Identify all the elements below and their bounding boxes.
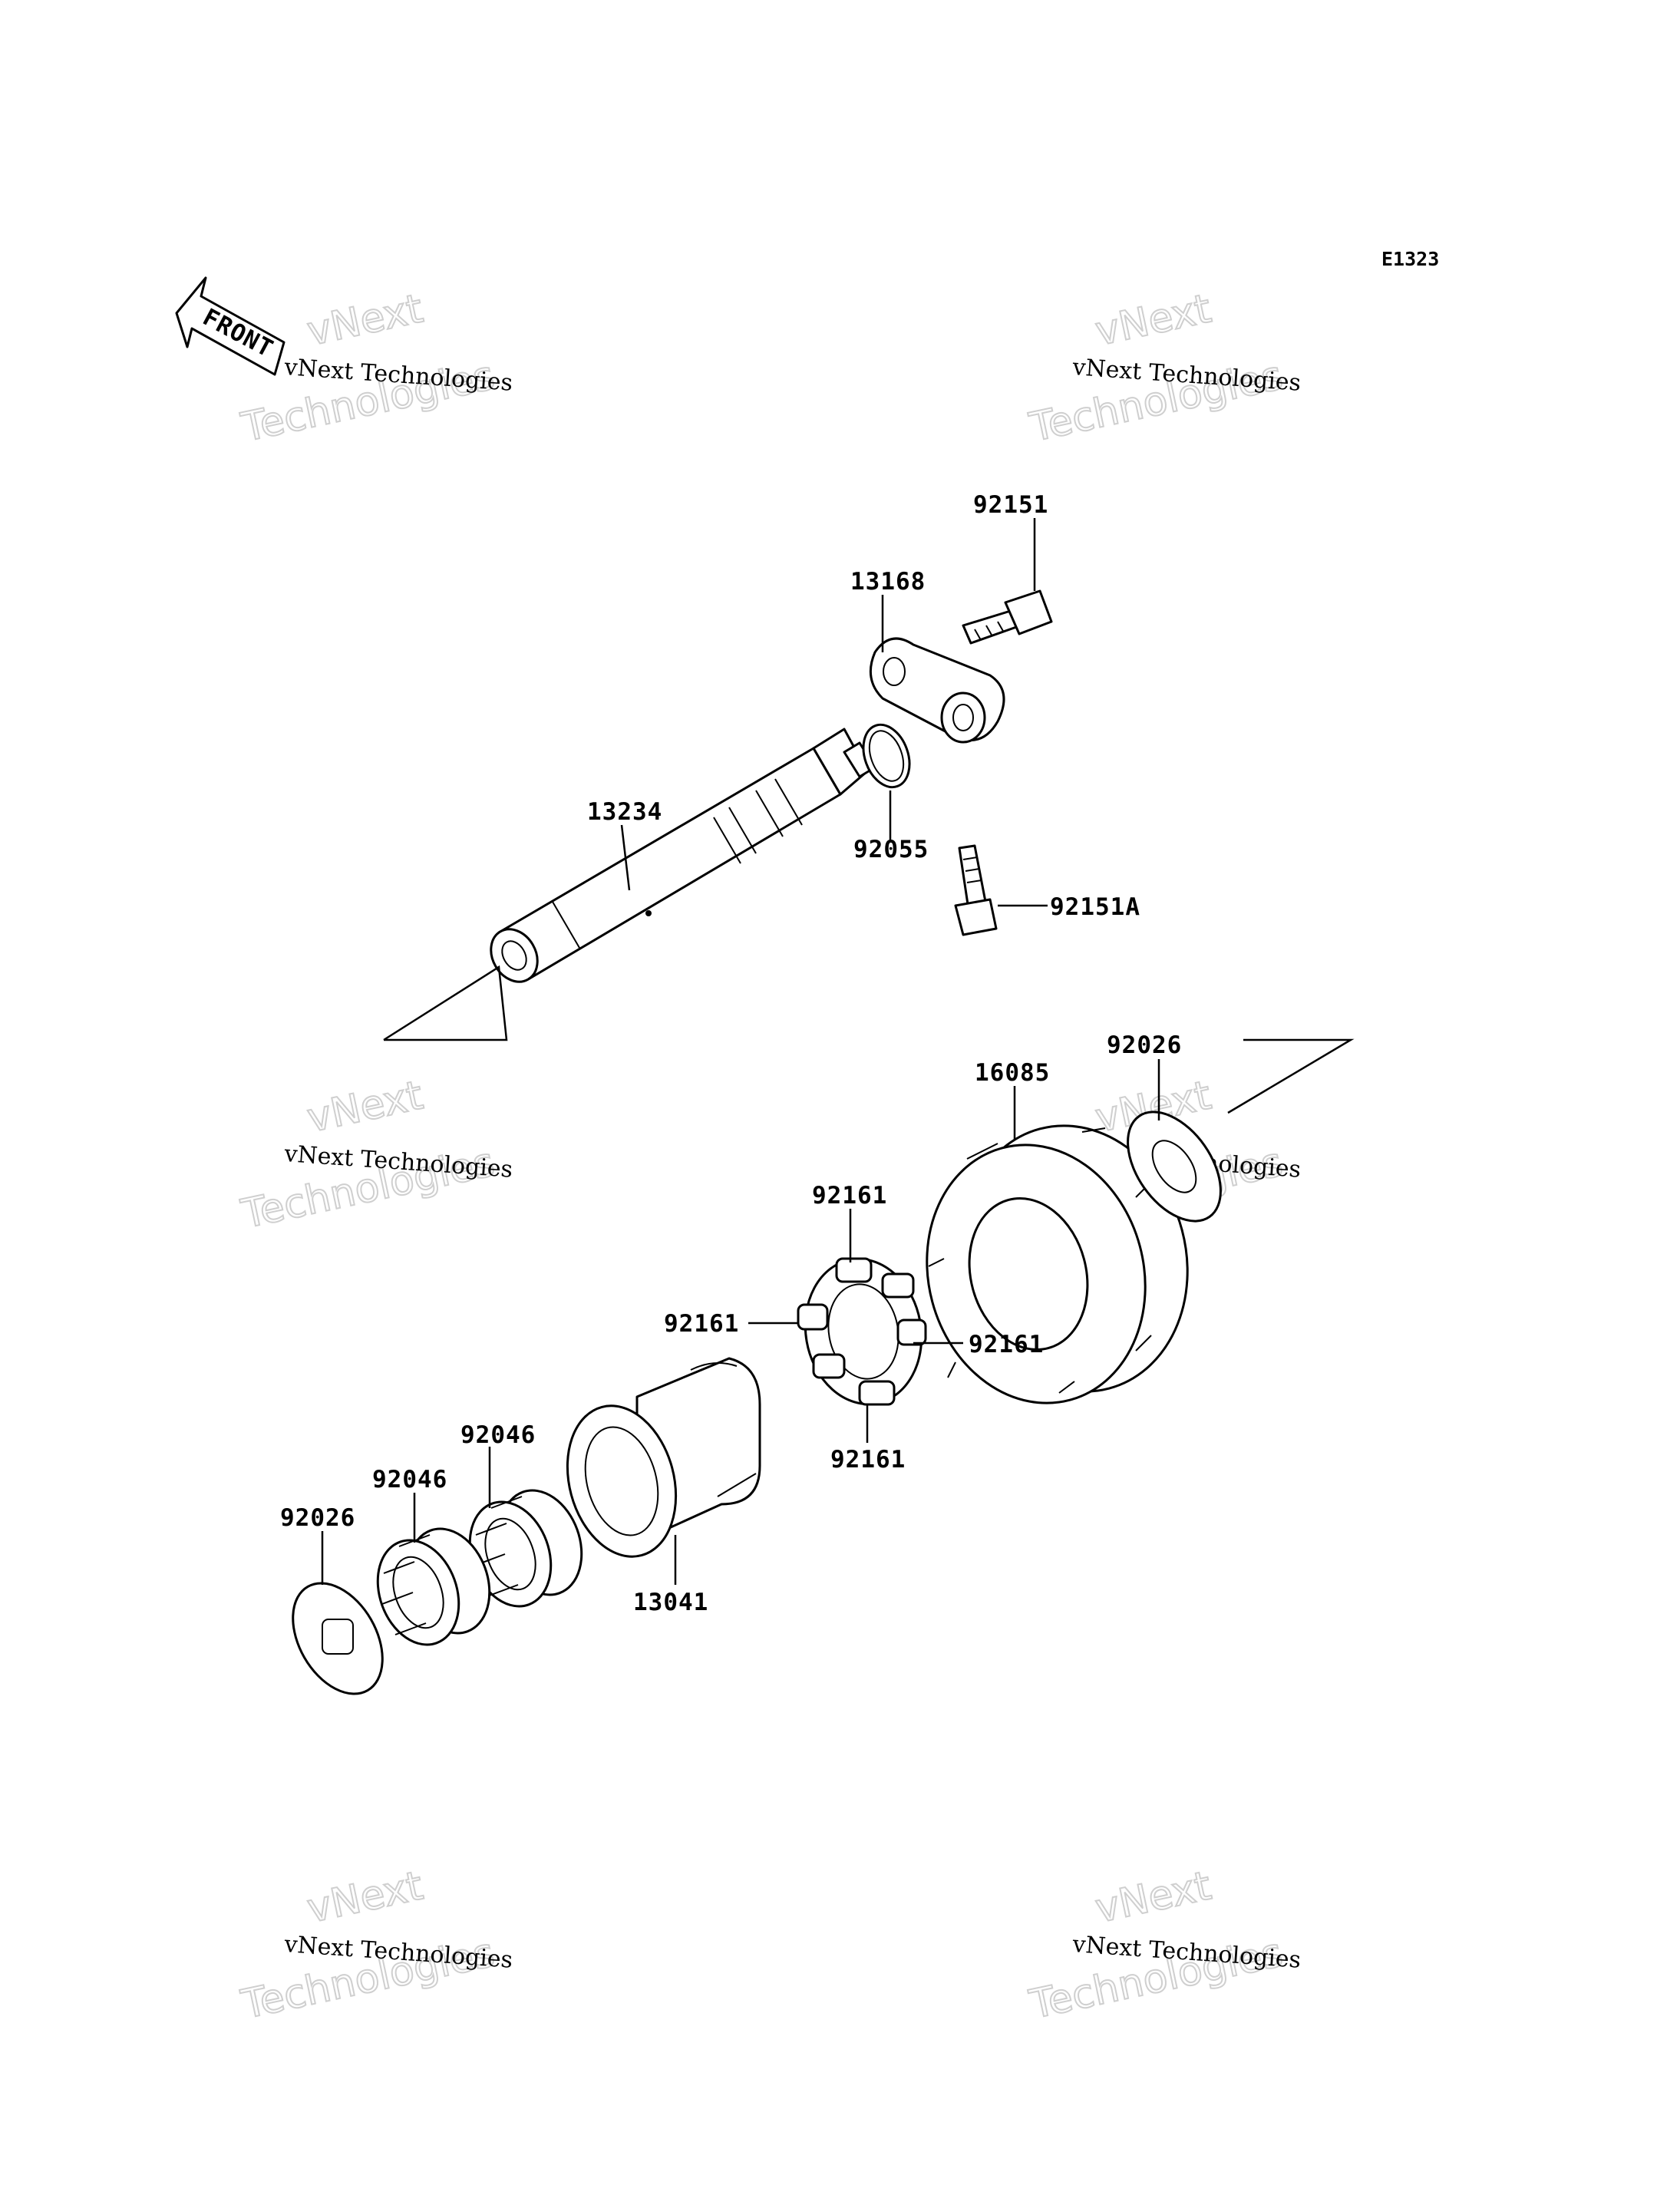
damper-92161 [797, 1257, 927, 1406]
watermark-middle-left: vNext Technologies vNext Technologies [236, 1071, 513, 1238]
label-92046-right: 92046 [460, 1421, 536, 1449]
bearing-92046-right [468, 1489, 583, 1608]
lever-13168 [869, 637, 1005, 744]
front-arrow-icon: FRONT [175, 276, 286, 376]
svg-text:vNext: vNext [303, 1863, 427, 1932]
svg-text:vNext: vNext [1091, 1863, 1215, 1932]
bolt-92151A [954, 844, 998, 936]
label-92026-left: 92026 [280, 1504, 355, 1532]
watermark-top-left: vNext Technologies vNext Technologies [236, 285, 513, 451]
label-92151A: 92151A [1050, 893, 1140, 921]
label-13234: 13234 [587, 798, 662, 826]
watermark-bottom-right: vNext Technologies vNext Technologies [1025, 1862, 1302, 2028]
label-92151: 92151 [973, 491, 1048, 519]
label-92046-left: 92046 [372, 1466, 447, 1493]
washer-92026-right [1127, 1111, 1222, 1223]
svg-text:vNext: vNext [303, 1072, 427, 1141]
bearing-92046-left [376, 1527, 491, 1646]
gear-16085 [926, 1124, 1189, 1404]
label-92161-top: 92161 [812, 1182, 887, 1210]
leader-lines [321, 518, 1160, 1585]
label-13168: 13168 [850, 568, 926, 596]
axis-guide-lines [383, 965, 1355, 1114]
svg-text:vNext: vNext [303, 285, 427, 355]
bolt-92151 [962, 589, 1053, 645]
hub-13041 [566, 1357, 761, 1558]
label-92161-right: 92161 [969, 1331, 1044, 1358]
label-92161-bottom: 92161 [830, 1446, 906, 1474]
svg-text:vNext: vNext [1091, 285, 1215, 355]
washer-92026-left [292, 1582, 384, 1695]
diagram-code: E1323 [1381, 248, 1439, 270]
label-92161-left: 92161 [664, 1310, 739, 1338]
label-13041: 13041 [633, 1589, 708, 1616]
o-ring-92055 [862, 723, 911, 789]
watermark-top-right: vNext Technologies vNext Technologies [1025, 285, 1302, 451]
shaft-13234 [490, 728, 876, 983]
watermark-bottom-left: vNext Technologies vNext Technologies [236, 1862, 513, 2028]
label-16085: 16085 [975, 1059, 1050, 1087]
label-92026-right: 92026 [1107, 1031, 1182, 1059]
label-92055: 92055 [853, 836, 929, 863]
